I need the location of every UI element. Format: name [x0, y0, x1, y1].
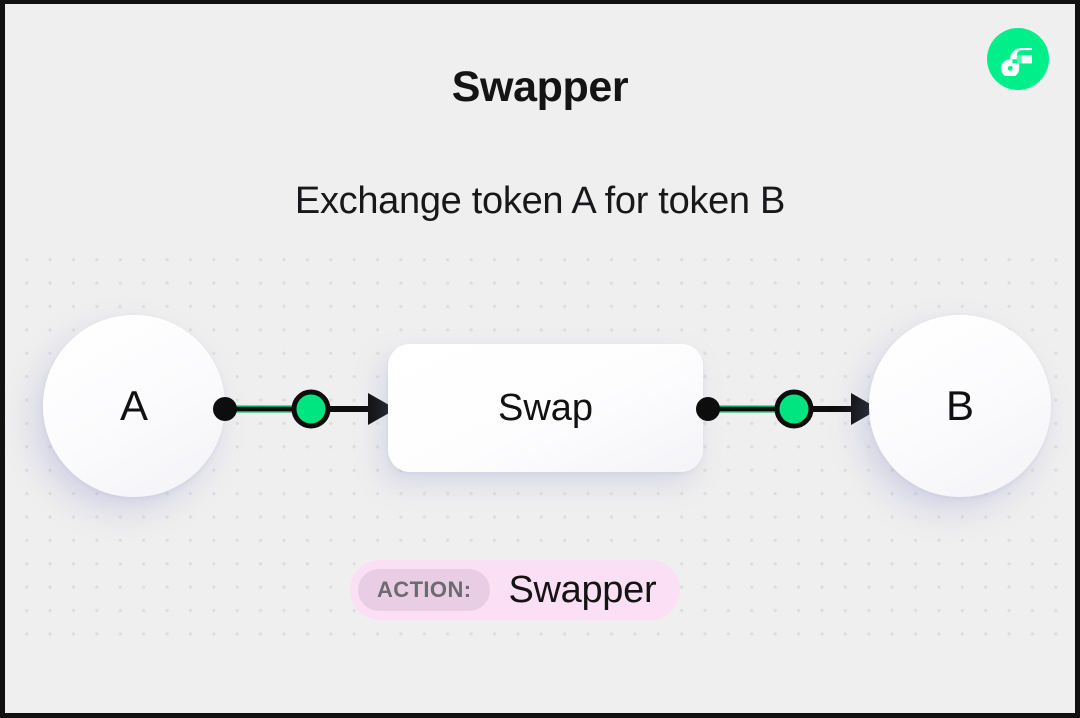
edge-swap-to-b: [696, 389, 879, 429]
token-node-b-label: B: [945, 382, 974, 429]
action-badge-label: ACTION:: [358, 569, 491, 611]
page-subtitle: Exchange token A for token B: [294, 180, 786, 222]
action-badge: ACTION: Swapper: [350, 560, 681, 620]
flow-logo-icon: [987, 28, 1049, 90]
diagram-canvas: Swapper Exchange token A for token B A: [5, 4, 1075, 713]
page-title: Swapper: [451, 63, 629, 111]
edge-source-dot-icon: [696, 397, 720, 421]
token-node-a[interactable]: A: [43, 315, 225, 497]
edge-source-dot-icon: [213, 397, 237, 421]
edge-a-to-swap: [213, 389, 396, 429]
edge-arrowhead-icon: [368, 393, 396, 425]
swap-node-label: Swap: [497, 386, 594, 429]
action-badge-value: Swapper: [508, 568, 657, 611]
swap-node[interactable]: Swap: [388, 344, 703, 472]
token-node-a-label: A: [119, 382, 148, 429]
flow-logo-glyph: [1001, 48, 1032, 76]
edge-arrowhead-icon: [851, 393, 879, 425]
edge-green-marker-icon[interactable]: [291, 389, 331, 429]
edge-green-marker-icon[interactable]: [774, 389, 814, 429]
token-node-b[interactable]: B: [869, 315, 1051, 497]
